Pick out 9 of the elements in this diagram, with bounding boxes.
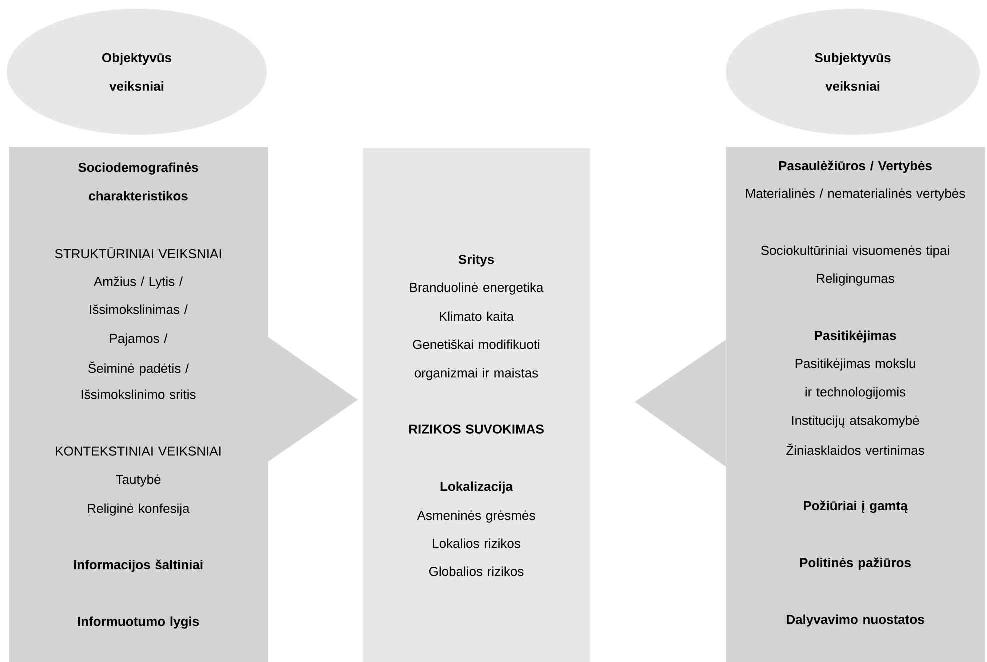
body-text: Klimato kaita bbox=[440, 312, 514, 322]
body-text: Lokalios rizikos bbox=[433, 538, 520, 548]
body-text: Globalios rizikos bbox=[429, 566, 524, 576]
body-text: Branduolinė energetika bbox=[410, 282, 544, 295]
body-text: Genetiškai modifikuoti organizmai ir maistas bbox=[413, 340, 540, 380]
heading-text: RIZIKOS SUVOKIMAS bbox=[409, 424, 544, 434]
heading-text: Lokalizacija bbox=[440, 482, 514, 494]
body-text: Asmeninės grėsmės bbox=[417, 510, 536, 523]
heading-text: Sritys bbox=[458, 254, 494, 267]
